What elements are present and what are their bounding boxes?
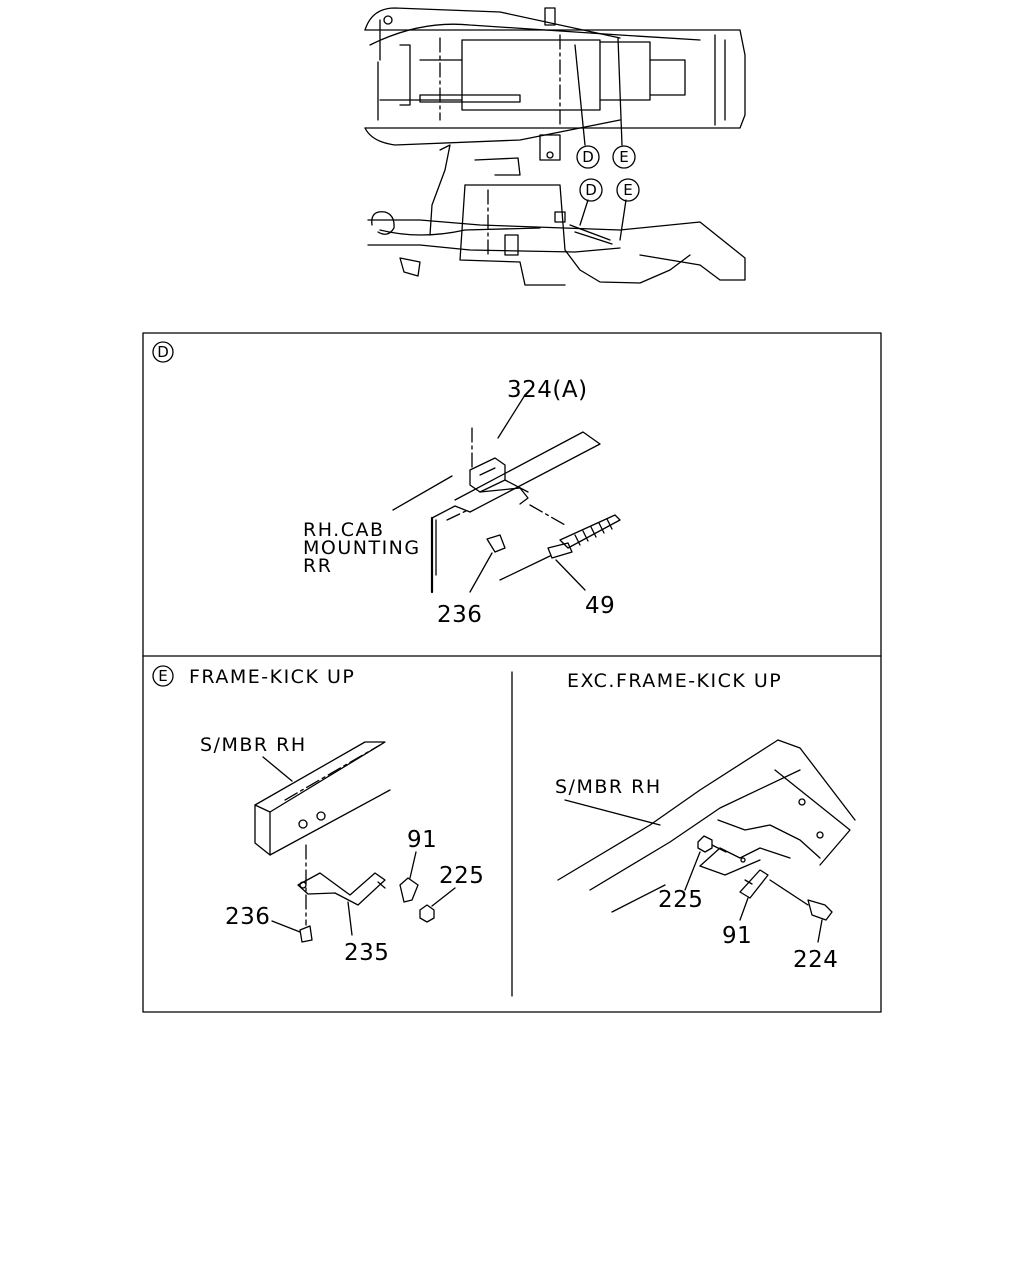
part-label-49: 49 (585, 593, 615, 619)
smbr-label-right: S/MBR RH (555, 776, 662, 798)
part-label-236-d: 236 (437, 602, 482, 628)
part-label-91-right: 91 (722, 923, 752, 949)
part-label-236-left: 236 (225, 904, 270, 930)
overview-callout-e: E (619, 148, 628, 166)
detail-e-title: FRAME-KICK UP (189, 666, 355, 688)
part-label-324a: 324(A) (507, 377, 588, 403)
detail-e-right-title: EXC.FRAME-KICK UP (567, 670, 782, 692)
smbr-label-left: S/MBR RH (200, 734, 307, 756)
detail-e-marker: E (158, 667, 167, 685)
side-callout-e: E (623, 181, 632, 199)
overview-side-view (367, 144, 746, 286)
side-callout-d: D (585, 181, 597, 199)
cab-mounting-label-line2: MOUNTING (303, 537, 421, 559)
part-label-224: 224 (793, 947, 838, 973)
detail-d-marker: D (157, 343, 169, 361)
overview-callout-d: D (582, 148, 594, 166)
overview-plan-view (364, 7, 746, 161)
cab-mounting-label-line3: RR (303, 555, 332, 577)
detail-frame (142, 332, 882, 1013)
detail-e-left-drawing (254, 741, 456, 943)
part-label-225-right: 225 (658, 887, 703, 913)
part-label-225-left: 225 (439, 863, 484, 889)
detail-d-drawing (392, 394, 621, 594)
detail-e-right-drawing (557, 739, 856, 943)
part-label-91-left: 91 (407, 827, 437, 853)
cab-mounting-label-line1: RH.CAB (303, 519, 385, 541)
part-label-235: 235 (344, 940, 389, 966)
